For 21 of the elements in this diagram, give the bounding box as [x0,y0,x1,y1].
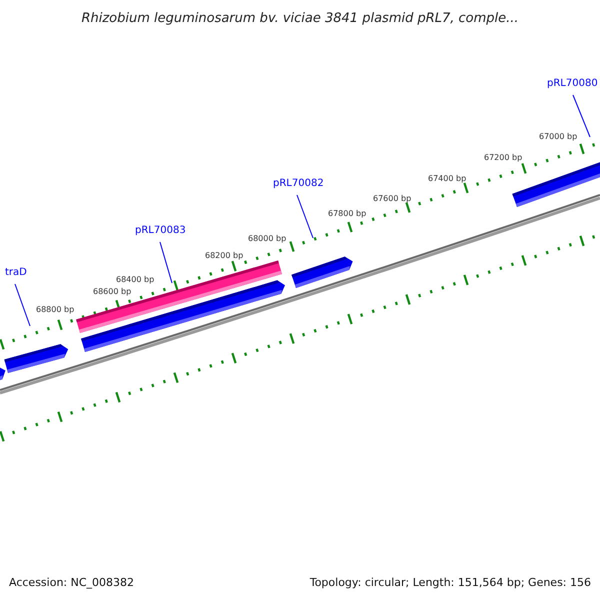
genome-summary-text: Topology: circular; Length: 151,564 bp; Genes: 156 [310,575,591,591]
tick-label: 67800 bp [328,209,366,219]
tick-label: 68800 bp [36,305,74,315]
leader-line [14,284,30,326]
gene-label: pRL70080 [547,77,598,91]
tick-label: 68200 bp [205,251,244,261]
tick-label: 67600 bp [373,194,412,204]
tick-label: 67200 bp [484,153,522,163]
gene-label: traD [5,266,27,280]
leader-line [160,242,172,284]
leader-line [296,194,314,238]
tick-label: 68600 bp [93,287,132,297]
tick-label: 67400 bp [428,174,466,184]
gene-label: pRL70083 [135,224,186,238]
leader-line [572,94,590,138]
tick-label: 68400 bp [116,275,154,285]
gene-label: pRL70082 [273,177,324,191]
tick-label: 68000 bp [248,234,286,244]
accession-text: Accession: NC_008382 [9,575,134,591]
title: Rhizobium leguminosarum bv. viciae 3841 plasmid pRL7, comple... [80,10,520,28]
tick-label: 67000 bp [539,132,578,142]
